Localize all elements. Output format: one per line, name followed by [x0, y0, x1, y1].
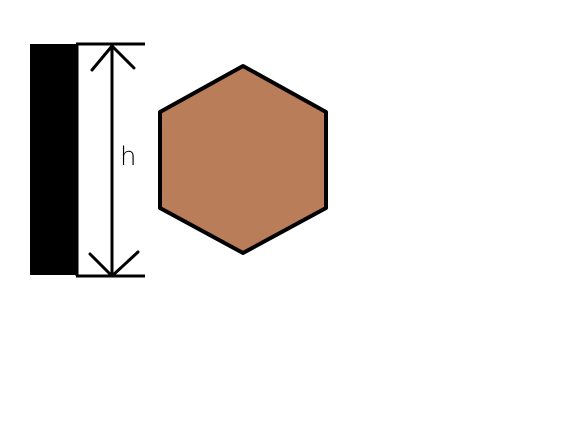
arrowhead-top [90, 44, 136, 72]
black-bar [30, 44, 77, 275]
hexagon [158, 64, 328, 255]
arrowhead-bottom [88, 250, 140, 278]
height-label: h [120, 142, 136, 172]
